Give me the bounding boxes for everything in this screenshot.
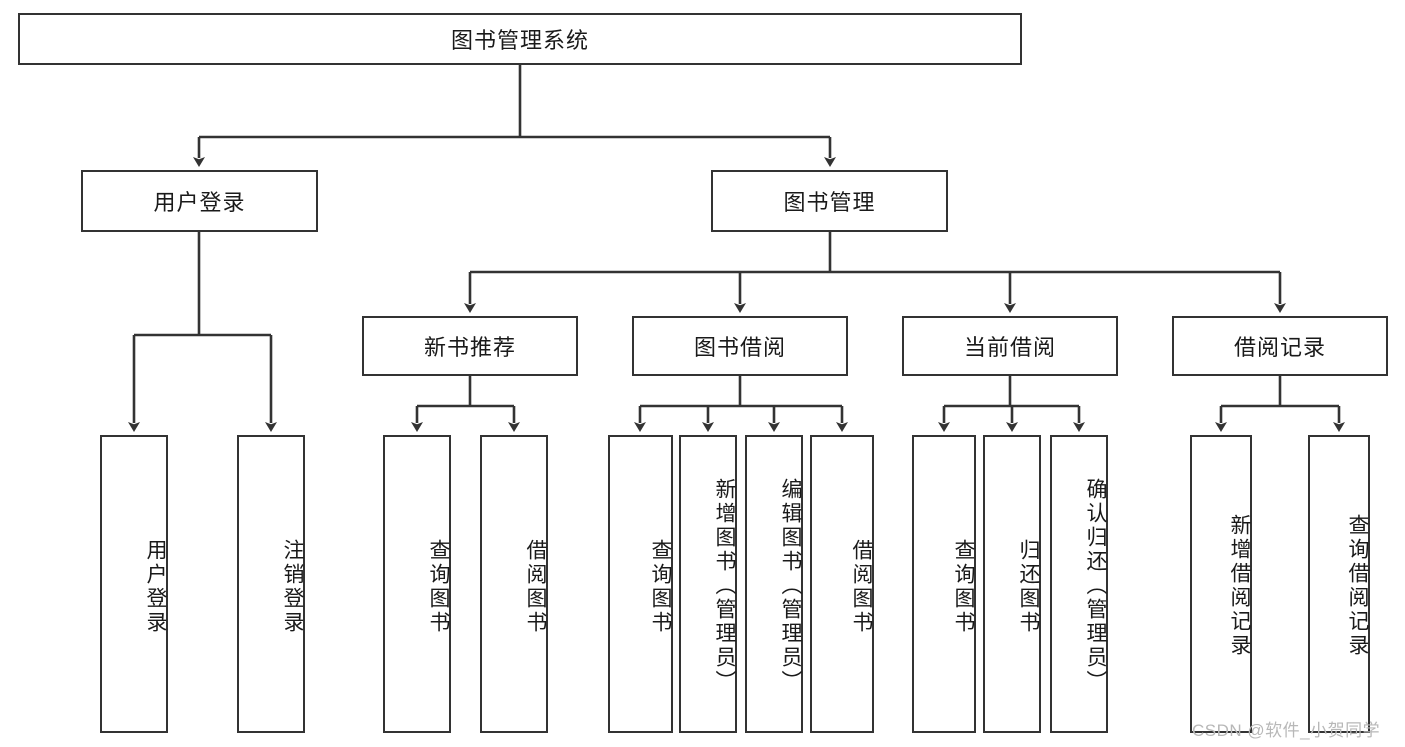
node-root[interactable]: 图书管理系统 (18, 13, 1022, 65)
leaf-query-borrow-record[interactable]: 查询借阅记录 (1308, 435, 1370, 733)
node-borrow-record[interactable]: 借阅记录 (1172, 316, 1388, 376)
leaf-query-book-recommend-label: 查询图书 (427, 539, 450, 635)
node-book-borrow[interactable]: 图书借阅 (632, 316, 848, 376)
leaf-query-book-borrow-label: 查询图书 (649, 539, 672, 635)
node-current-borrow-label: 当前借阅 (963, 335, 1056, 360)
leaf-query-book-borrow[interactable]: 查询图书 (608, 435, 673, 733)
leaf-add-book-admin[interactable]: 新增图书（管理员） (679, 435, 737, 733)
csdn-watermark: CSDN @软件_小贺同学 (1192, 721, 1381, 740)
node-book-borrow-label: 图书借阅 (693, 335, 786, 360)
leaf-borrow-book[interactable]: 借阅图书 (810, 435, 874, 733)
leaf-borrow-book-recommend-label: 借阅图书 (524, 539, 547, 635)
node-new-book-recommend-label: 新书推荐 (423, 335, 516, 360)
leaf-user-login[interactable]: 用户登录 (100, 435, 168, 733)
leaf-borrow-book-recommend[interactable]: 借阅图书 (480, 435, 548, 733)
leaf-user-login-label: 用户登录 (144, 539, 167, 635)
leaf-edit-book-admin-label: 编辑图书（管理员） (779, 478, 802, 694)
node-borrow-record-label: 借阅记录 (1233, 335, 1326, 360)
leaf-query-borrow-record-label: 查询借阅记录 (1346, 514, 1369, 658)
leaf-query-book-current-label: 查询图书 (952, 539, 975, 635)
leaf-add-borrow-record[interactable]: 新增借阅记录 (1190, 435, 1252, 733)
leaf-logout-label: 注销登录 (281, 539, 304, 635)
leaf-confirm-return-admin[interactable]: 确认归还（管理员） (1050, 435, 1108, 733)
leaf-logout[interactable]: 注销登录 (237, 435, 305, 733)
node-user-login[interactable]: 用户登录 (81, 170, 318, 232)
leaf-edit-book-admin[interactable]: 编辑图书（管理员） (745, 435, 803, 733)
node-book-management[interactable]: 图书管理 (711, 170, 948, 232)
leaf-query-book-recommend[interactable]: 查询图书 (383, 435, 451, 733)
leaf-query-book-current[interactable]: 查询图书 (912, 435, 976, 733)
node-new-book-recommend[interactable]: 新书推荐 (362, 316, 578, 376)
leaf-return-book-label: 归还图书 (1017, 539, 1040, 635)
leaf-add-book-admin-label: 新增图书（管理员） (713, 478, 736, 694)
node-user-login-label: 用户登录 (153, 190, 246, 215)
node-root-label: 图书管理系统 (450, 28, 589, 53)
leaf-add-borrow-record-label: 新增借阅记录 (1228, 514, 1251, 658)
leaf-return-book[interactable]: 归还图书 (983, 435, 1041, 733)
leaf-borrow-book-label: 借阅图书 (850, 539, 873, 635)
node-current-borrow[interactable]: 当前借阅 (902, 316, 1118, 376)
node-book-management-label: 图书管理 (783, 190, 876, 215)
leaf-confirm-return-admin-label: 确认归还（管理员） (1084, 478, 1107, 694)
